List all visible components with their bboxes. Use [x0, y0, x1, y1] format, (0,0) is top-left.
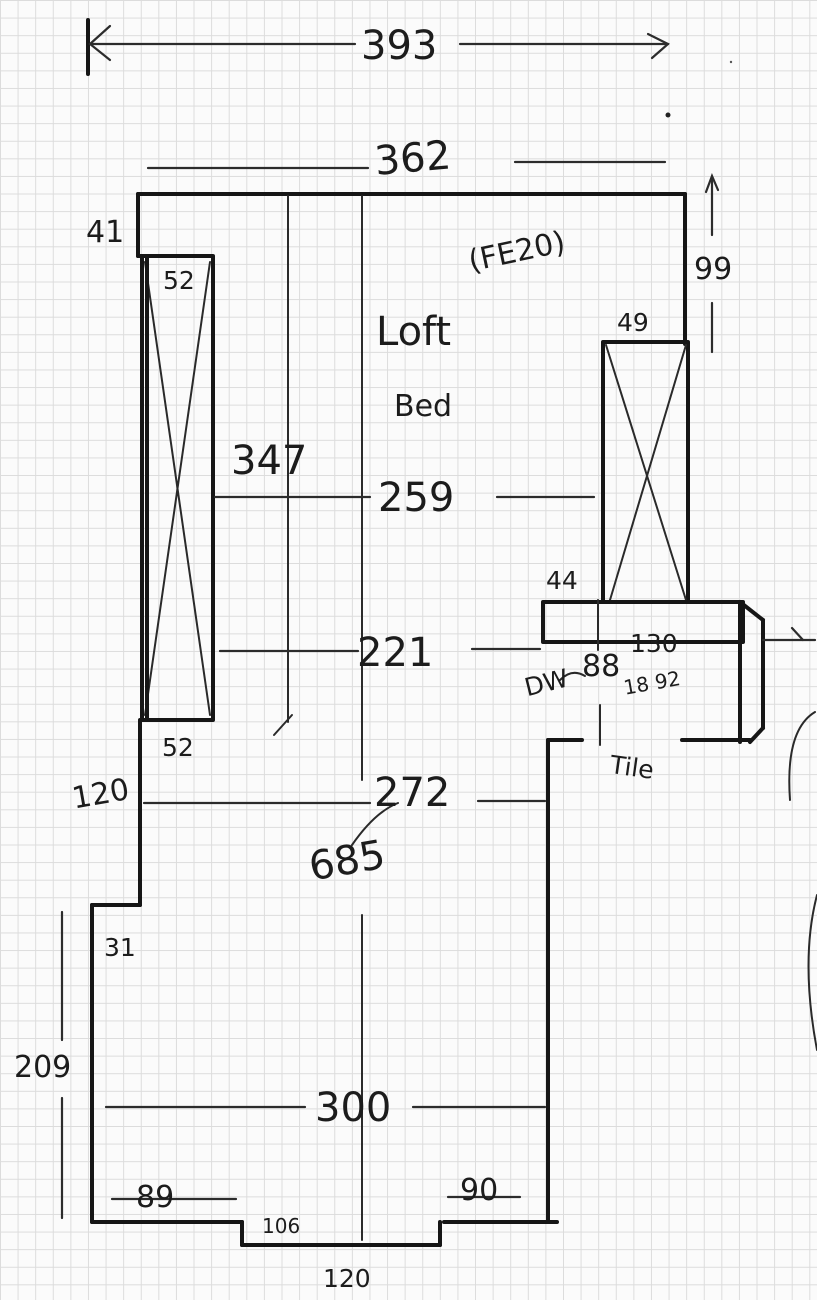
stray-dot [665, 112, 671, 118]
label-bottom-width: 300 [315, 1085, 392, 1131]
stray-dot-small [729, 60, 733, 64]
bottom-opening [240, 1220, 442, 1247]
label-room-name: Loft [376, 309, 452, 355]
dw-curl [559, 671, 586, 681]
edge-curve-bottom [807, 894, 817, 1051]
label-overall-width: 393 [361, 23, 438, 69]
label-right-window-top: 49 [617, 308, 649, 337]
label-width-272: 272 [374, 770, 451, 816]
label-bottom-left: 89 [136, 1180, 175, 1215]
top-width-dimension [146, 160, 667, 170]
leader-685 [351, 802, 399, 846]
label-left-wall-short: 41 [86, 215, 125, 250]
label-step-width: 44 [546, 566, 578, 595]
label-width-lower: 221 [357, 630, 434, 676]
inset-area [541, 599, 817, 746]
label-top-width: 362 [372, 132, 453, 185]
label-opening-inner: 106 [262, 1214, 301, 1238]
label-notch: 31 [104, 933, 136, 962]
label-dw-value: 88 [582, 649, 621, 684]
label-tile: Tile [608, 750, 656, 785]
overall-width-dimension [86, 18, 670, 76]
label-room-type: Bed [394, 389, 453, 424]
label-bottom-right: 90 [460, 1173, 499, 1208]
left-window [140, 254, 215, 722]
label-left-window-bottom: 52 [162, 733, 194, 762]
label-inset-width: 130 [630, 629, 678, 658]
label-opening-outer: 120 [323, 1264, 371, 1293]
label-left-lower-height: 209 [14, 1050, 72, 1085]
label-left-window-top: 52 [163, 266, 195, 295]
label-left-depth: 347 [231, 438, 308, 484]
right-height-dimension [704, 173, 720, 354]
label-width-middle: 259 [378, 475, 455, 521]
left-depth-tick [273, 714, 293, 736]
label-right-height: 99 [694, 252, 733, 287]
right-window [601, 340, 690, 604]
edge-curve-top [788, 711, 816, 801]
